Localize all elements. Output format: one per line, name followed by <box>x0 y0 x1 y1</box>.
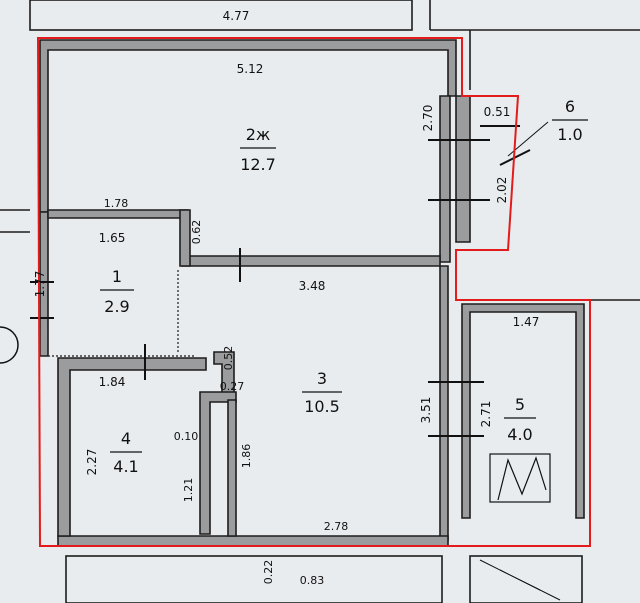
dim-room5-left: 2.71 <box>479 401 493 428</box>
room-6-number: 6 <box>565 97 575 116</box>
dim-room4-small-a: 0.52 <box>222 346 235 371</box>
dim-top-neighbor: 4.77 <box>223 9 250 23</box>
room-2zh-area: 12.7 <box>240 155 276 174</box>
room-4-number: 4 <box>121 429 131 448</box>
dim-room1-right: 0.62 <box>190 220 203 245</box>
dim-below-b: 0.83 <box>300 574 325 587</box>
dimension-labels: 4.77 5.12 2.70 0.51 2.02 1.78 1.65 0.62 … <box>33 9 539 587</box>
dim-below-a: 0.22 <box>262 560 275 585</box>
room-1-number: 1 <box>112 267 122 286</box>
room-4-area: 4.1 <box>113 457 138 476</box>
dim-room4-left: 2.27 <box>85 449 99 476</box>
room5-fixture <box>489 453 551 503</box>
dim-room2-top: 5.12 <box>237 62 264 76</box>
apartment-outline <box>36 37 591 547</box>
dim-room2-right: 2.70 <box>421 105 435 132</box>
room-2zh-number: 2ж <box>246 125 271 144</box>
dim-room1-top-outer: 1.78 <box>104 197 129 210</box>
dim-room1-top-inner: 1.65 <box>99 231 126 245</box>
partitions <box>48 270 196 357</box>
dim-room3-top: 3.48 <box>299 279 326 293</box>
dim-bottom: 2.78 <box>324 520 349 533</box>
dim-room4-top: 1.84 <box>99 375 126 389</box>
dim-balcony-top: 0.51 <box>484 105 511 119</box>
room-5-area: 4.0 <box>507 425 532 444</box>
room-1-area: 2.9 <box>104 297 129 316</box>
room-3-number: 3 <box>317 369 327 388</box>
dim-room4-small-c: 0.10 <box>174 430 199 443</box>
room-6-area: 1.0 <box>557 125 582 144</box>
room-labels: 2ж 12.7 1 2.9 3 10.5 4 4.1 5 4.0 6 1.0 <box>100 97 588 476</box>
dim-room1-left: 1.77 <box>33 271 47 298</box>
room-3-area: 10.5 <box>304 397 340 416</box>
walls <box>39 39 585 547</box>
dim-room4-small-b: 0.27 <box>220 380 245 393</box>
dim-room3-right: 3.51 <box>419 397 433 424</box>
dim-room4-right: 1.86 <box>240 444 253 469</box>
room-5-number: 5 <box>515 395 525 414</box>
dim-room5-top: 1.47 <box>513 315 540 329</box>
dim-room4-small-d: 1.21 <box>182 478 195 503</box>
dim-balcony-side: 2.02 <box>495 177 509 204</box>
